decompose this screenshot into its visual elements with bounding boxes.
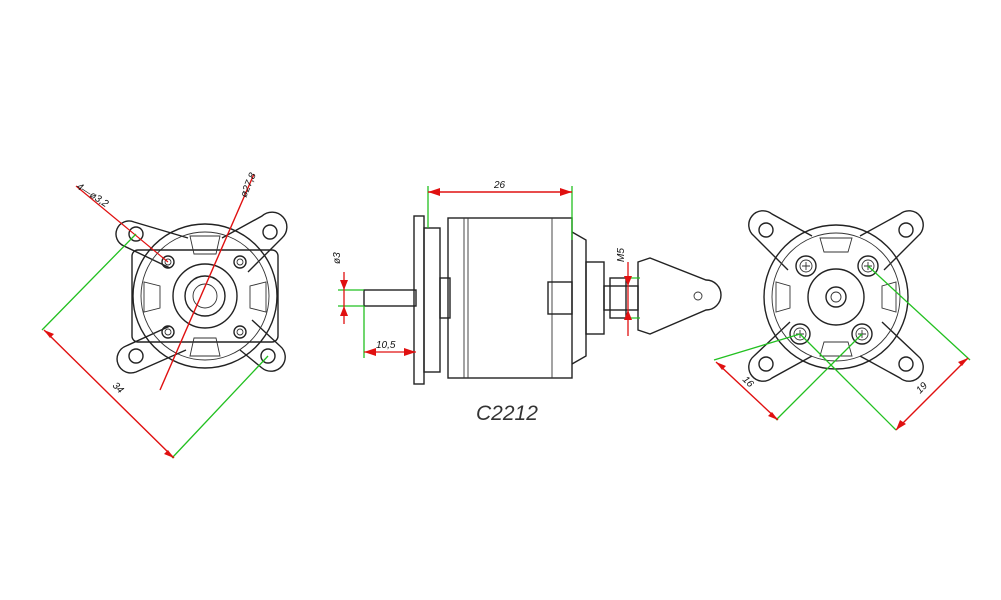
- hole-callout: 4—ø3,2: [74, 181, 110, 210]
- span-extension-top: [41, 233, 137, 331]
- spacing16-dimension: [715, 361, 779, 421]
- front-mount-cross: [115, 211, 288, 374]
- mount-span-label: 34: [110, 380, 126, 396]
- rear-screw-holes: [789, 255, 879, 345]
- span-extension-bottom: [171, 355, 269, 459]
- diameter-leader: [159, 173, 255, 391]
- body-length-label: 26: [493, 180, 506, 191]
- front-housing: [131, 223, 279, 369]
- shaft-diameter-label: ø3: [332, 252, 343, 264]
- diameter-callout: ø27,8: [239, 171, 259, 199]
- span-arrow-start: [44, 330, 54, 338]
- side-view: 26 ø3 10,5 M5 C2212: [332, 180, 722, 425]
- rear-dimensions: [713, 265, 971, 431]
- motor-can: [447, 217, 573, 379]
- span-dimension-line: [43, 329, 175, 459]
- rear-view: 16 19: [713, 210, 971, 431]
- front-view: 4—ø3,2 ø27,8 34: [41, 171, 288, 459]
- span-arrow-end: [164, 450, 174, 458]
- side-dimensions: [338, 186, 640, 358]
- rear-housing: [763, 224, 909, 370]
- spacing19-dimension: [895, 357, 969, 431]
- thread-label: M5: [616, 248, 627, 262]
- spacing19-ext-b: [799, 333, 897, 431]
- model-label: C2212: [476, 402, 538, 425]
- prop-adapter: [603, 285, 639, 311]
- spacing16-ext-b: [775, 333, 863, 421]
- front-dimensions: [41, 173, 269, 459]
- shaft-length-label: 10,5: [376, 340, 396, 351]
- hole-leader: [75, 185, 169, 263]
- rear-mount-cross: [748, 210, 924, 382]
- collet-nose: [637, 257, 722, 335]
- hole-spacing-b-label: 19: [914, 380, 930, 396]
- shaft: [363, 289, 417, 307]
- spacing19-ext-a: [867, 265, 971, 361]
- spacing16-ext-a: [713, 333, 801, 361]
